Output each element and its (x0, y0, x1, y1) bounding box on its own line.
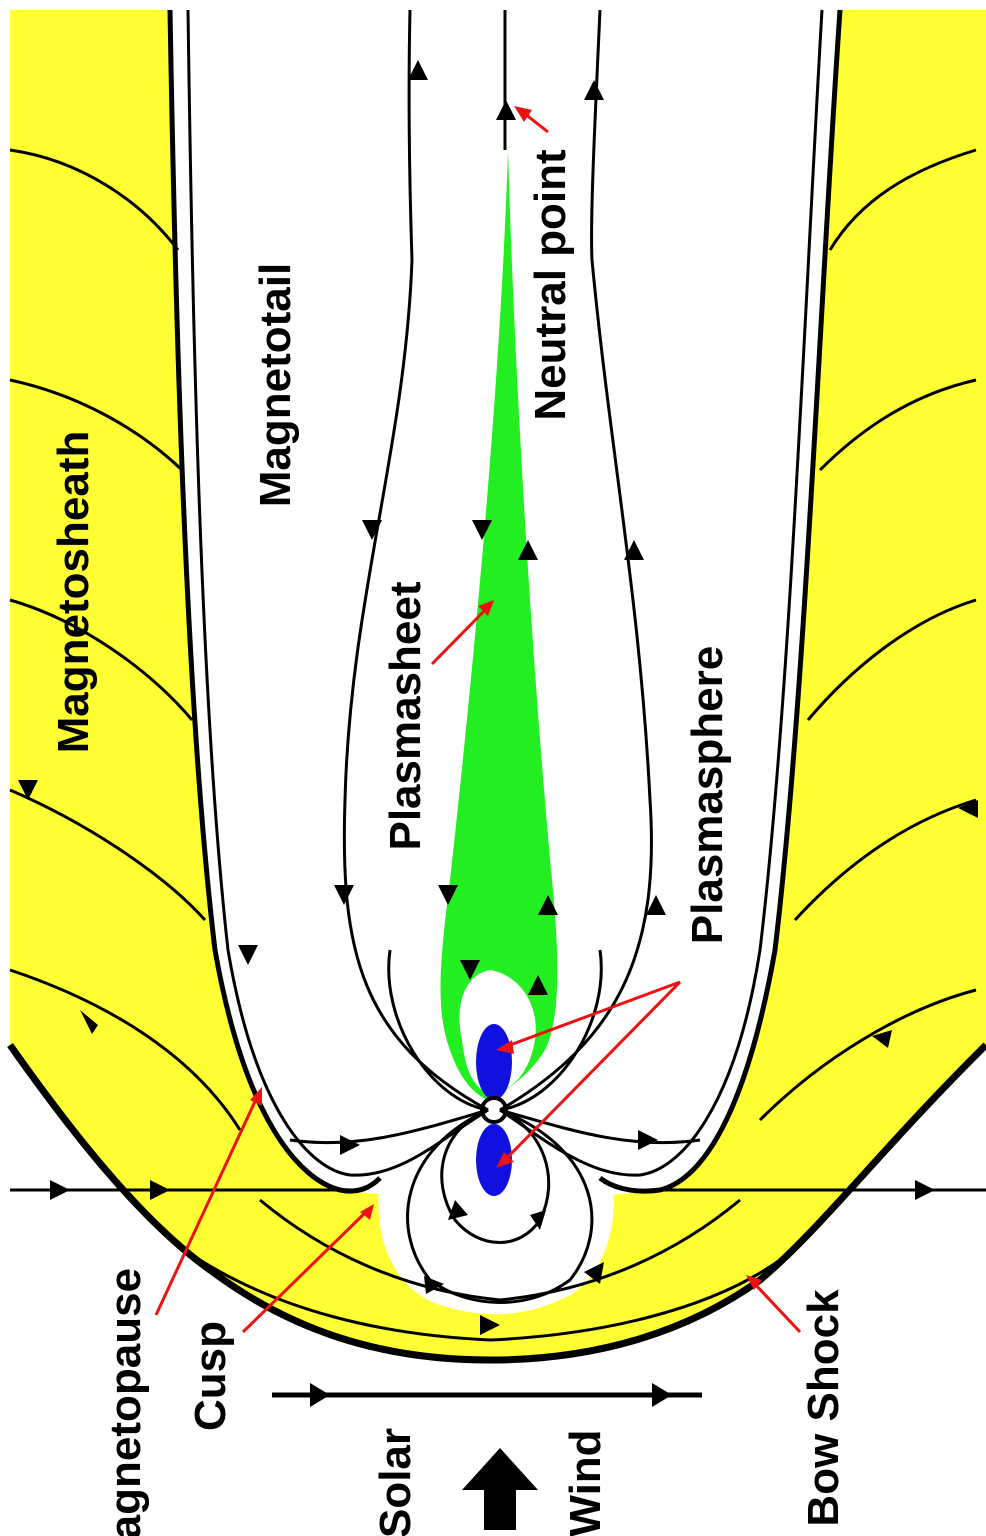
pointer-arrowhead (360, 1204, 374, 1220)
field-direction-arrowhead (624, 540, 644, 560)
field-direction-arrowhead (646, 895, 666, 915)
label-solar: Solar (371, 1428, 420, 1536)
field-direction-arrowhead (18, 780, 38, 800)
pointer-arrowheads (250, 106, 762, 1290)
label-magnetosheath: Magnetosheath (49, 431, 98, 754)
plasmasheet-pointer (430, 603, 492, 666)
pointer-arrowhead (250, 1087, 262, 1106)
bow-shock-pointer (750, 1279, 802, 1334)
field-direction-arrowhead (496, 100, 516, 120)
field-direction-arrowhead (958, 800, 978, 818)
field-direction-arrowhead (334, 885, 354, 905)
label-plasmasphere: Plasmasphere (683, 646, 732, 944)
plasmasphere-pointer-south (500, 980, 682, 1165)
field-direction-arrowhead (872, 1030, 892, 1048)
field-direction-arrowhead (310, 1383, 330, 1407)
field-direction-arrowhead (238, 945, 258, 965)
label-magnetopause: Magnetopause (101, 1268, 150, 1536)
pointer-arrowhead (746, 1275, 762, 1290)
field-direction-arrowhead (518, 540, 538, 560)
field-direction-arrowhead (340, 1135, 360, 1155)
field-direction-arrowhead (50, 1180, 70, 1200)
field-direction-arrowhead (538, 895, 558, 915)
pointer-arrowhead (496, 1152, 514, 1168)
magnetopause-pointer (154, 1094, 260, 1316)
field-direction-arrowhead (424, 1276, 444, 1294)
pointer-arrowhead (478, 600, 494, 616)
magnetosheath-region (10, 10, 986, 1360)
field-direction-arrowhead (438, 885, 458, 905)
plasmasphere-south (476, 1124, 512, 1196)
plasmasphere-pointer-north (501, 980, 681, 1050)
magnetosheath-field-lines (9, 148, 986, 1342)
field-direction-arrowheads (18, 60, 978, 1335)
field-direction-arrowhead (472, 520, 492, 540)
field-direction-arrowhead (584, 80, 604, 100)
field-direction-arrowhead (408, 60, 428, 80)
label-bow-shock: Bow Shock (799, 1289, 848, 1527)
pointer-arrowhead (514, 106, 532, 122)
label-cusp: Cusp (186, 1321, 235, 1431)
cusp-pointer (241, 1208, 370, 1334)
field-direction-arrowhead (652, 1383, 672, 1407)
field-direction-arrowhead (530, 1210, 546, 1230)
pointer-arrowhead (496, 1040, 514, 1054)
field-direction-arrowhead (80, 1010, 98, 1034)
bow-shock-line (7, 1042, 986, 1364)
label-plasmasheet: Plasmasheet (381, 581, 430, 850)
field-direction-arrowhead (915, 1180, 935, 1200)
field-direction-arrowhead (150, 1180, 170, 1200)
solar-wind-direction-arrow-icon (462, 1448, 538, 1530)
field-direction-arrowhead (460, 960, 480, 980)
cusp-region (378, 1110, 614, 1315)
magnetosphere-field-lines (186, 9, 824, 1304)
label-neutral-point: Neutral point (526, 149, 575, 421)
label-wind: Wind (561, 1429, 610, 1536)
field-direction-arrowhead (362, 520, 382, 540)
field-direction-arrowhead (448, 1200, 468, 1220)
field-direction-arrowhead (584, 1262, 604, 1284)
field-direction-arrowhead (638, 1130, 658, 1150)
pointer-arrows (154, 108, 802, 1334)
label-magnetotail: Magnetotail (251, 263, 300, 507)
field-direction-arrowhead (480, 1315, 500, 1335)
magnetopause-right-line (598, 9, 843, 1194)
field-direction-arrowhead (528, 975, 548, 995)
plasmasheet-region (440, 150, 558, 1100)
plasmasphere-north (476, 1024, 512, 1100)
solar-wind-indicator (272, 1383, 702, 1530)
